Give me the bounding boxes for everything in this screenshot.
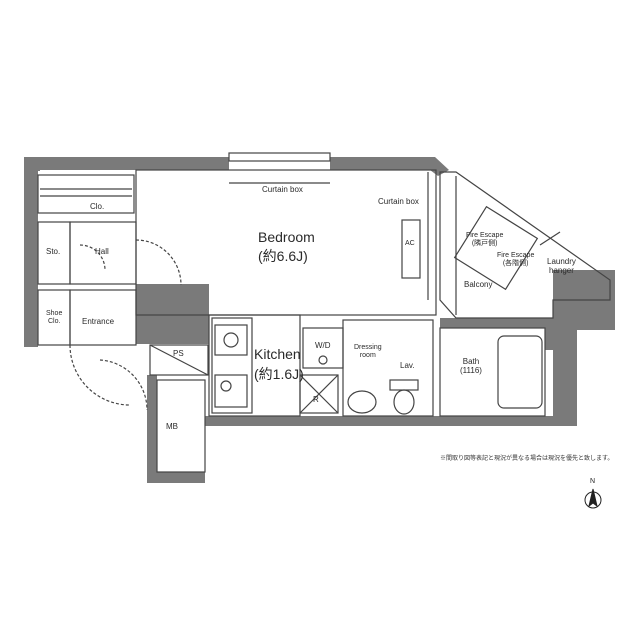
- balcony-label: Balcony: [464, 280, 493, 289]
- lavatory-label: Lav.: [400, 361, 415, 370]
- kitchen-label: Kitchen: [254, 346, 301, 362]
- north-label: N: [590, 478, 596, 485]
- toilet-bowl: [393, 389, 415, 415]
- ps-outline: [149, 344, 209, 376]
- curtain-box-top-label: Curtain box: [262, 185, 303, 194]
- storage-label: Sto.: [46, 247, 61, 256]
- wd-label: W/D: [315, 341, 331, 350]
- bedroom-label: Bedroom: [258, 229, 315, 245]
- mb-label: MB: [166, 422, 178, 431]
- wall-top-corner: [430, 157, 449, 176]
- bedroom-size-label: (約6.6J): [258, 248, 308, 264]
- fire-escape-1-label: Fire Escape (隣戸側): [466, 232, 504, 247]
- wall-left: [24, 157, 38, 347]
- window-top: [228, 152, 331, 162]
- dressing-room-label: Dressing room: [354, 344, 382, 359]
- kitchen-size-label: (約1.6J): [254, 366, 304, 382]
- laundry-hanger-label: Laundry hanger: [547, 257, 576, 275]
- disclaimer-note: ※間取り図等表記と現況が異なる場合は現況を優先と致します。: [440, 456, 614, 462]
- closet-label: Clo.: [90, 202, 105, 211]
- shoe-closet-label: Shoe Clo.: [46, 310, 63, 325]
- wall-mb-bottom: [147, 472, 205, 483]
- mb-outline: [156, 379, 206, 473]
- ps-diag: [149, 344, 209, 376]
- north-arrow: [584, 488, 602, 509]
- curtain-box-right-label: Curtain box: [378, 197, 419, 206]
- fire-escape-hatch: [453, 205, 539, 291]
- hall-label: Hall: [95, 247, 109, 256]
- bath-label: Bath (1116): [460, 357, 482, 375]
- wall-bath-corner: [545, 328, 555, 350]
- wall-top: [24, 157, 229, 170]
- laundry-hanger-line: [539, 231, 561, 246]
- wash-basin: [347, 390, 377, 414]
- ac-unit: [401, 219, 421, 279]
- ps-label: PS: [173, 349, 184, 358]
- bath-outline: [439, 327, 546, 417]
- entrance-label: Entrance: [82, 317, 115, 326]
- hall-outline: [69, 221, 137, 285]
- kitchen-counter: [211, 317, 253, 414]
- wd-drum: [318, 355, 328, 365]
- kitchen-sink-drain: [223, 332, 239, 348]
- kitchen-sink: [214, 324, 248, 356]
- hall-door-swing: [135, 239, 182, 286]
- kitchen-outline: [208, 314, 301, 417]
- balcony-outline: [439, 171, 611, 319]
- toilet-tank: [389, 379, 419, 391]
- entrance-outline: [69, 289, 137, 346]
- bathtub: [497, 335, 543, 409]
- wall-mb-left: [147, 375, 157, 483]
- ac-label: AC: [405, 240, 415, 247]
- mb-door-swing: [99, 359, 148, 411]
- refrigerator-diag-2: [299, 374, 339, 414]
- closet-outline: [37, 174, 135, 214]
- wall-bath-top: [440, 318, 553, 328]
- refrigerator-label: R: [313, 395, 319, 404]
- stove-burner: [220, 380, 232, 392]
- dressing-outline: [342, 319, 434, 417]
- kitchen-stove: [214, 374, 248, 408]
- refrigerator-outline: [299, 374, 339, 414]
- wall-bottom: [205, 416, 577, 426]
- wall-center-block: [136, 284, 209, 344]
- wall-right: [553, 320, 577, 426]
- entrance-door-swing: [69, 344, 131, 406]
- fire-escape-2-label: Fire Escape (各階側): [497, 252, 535, 267]
- wall-top-right: [330, 157, 435, 170]
- wall-left-lower: [24, 300, 38, 347]
